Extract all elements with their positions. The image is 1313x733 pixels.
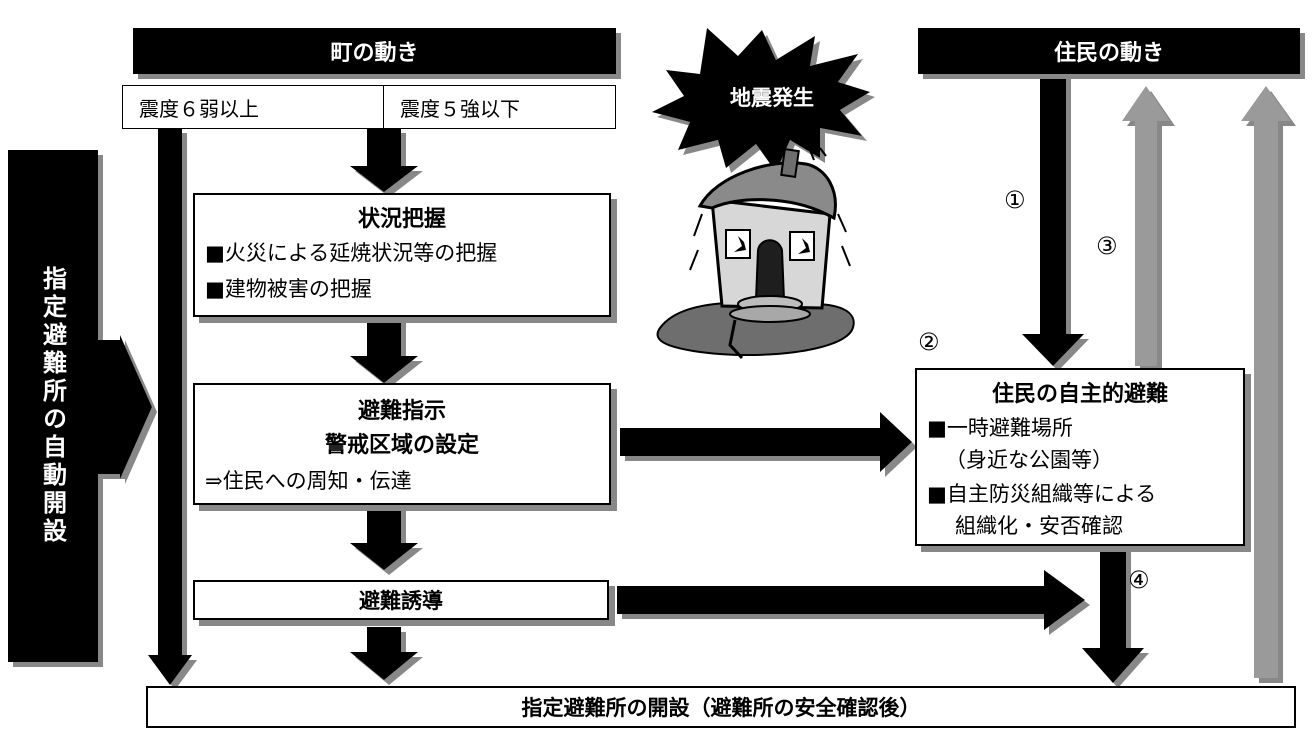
- left-auto-open-arrow: [8, 150, 152, 662]
- auto-open-shelter-label: 指定避難所の自動開設: [38, 266, 67, 546]
- arrow-box2-to-box3: [350, 506, 418, 570]
- town-actions-header: 町の動き: [133, 28, 616, 74]
- arrow-step1-down: [1022, 72, 1084, 366]
- evacuation-guidance-title: 避難誘導: [359, 589, 443, 613]
- voluntary-evacuation-line-4: 組織化・安否確認: [955, 514, 1123, 538]
- resident-notice-line: ⇒住民への周知・伝達: [205, 469, 412, 493]
- step-4-marker: ④: [1128, 566, 1150, 594]
- arrow-intensity6-down: [148, 128, 192, 685]
- resident-actions-header-label: 住民の動き: [1053, 41, 1164, 66]
- voluntary-evacuation-line-3: ■自主防災組織等による: [927, 482, 1157, 506]
- situation-assessment-box: 状況把握 ■火災による延焼状況等の把握 ■建物被害の把握: [193, 193, 611, 317]
- intensity-6-lower-label: 震度６弱以上: [139, 96, 259, 121]
- step-1-marker: ①: [1004, 186, 1026, 214]
- step-3-marker: ③: [1096, 232, 1118, 260]
- arrow-step3-up: [1122, 86, 1170, 366]
- arrow-intensity5-to-box1: [350, 128, 418, 192]
- evacuation-guidance-box: 避難誘導: [193, 580, 609, 620]
- voluntary-evacuation-box: 住民の自主的避難 ■一時避難場所 （身近な公園等） ■自主防災組織等による 組織…: [915, 368, 1245, 546]
- arrow-step4-down: [1082, 546, 1144, 683]
- voluntary-evacuation-line-1: ■一時避難場所: [927, 416, 1073, 440]
- arrow-box2-to-box4: [620, 412, 912, 472]
- step-2-marker: ②: [918, 328, 940, 356]
- intensity-5-upper-cell: 震度５強以下: [383, 85, 616, 129]
- collapsed-house-illustration: [656, 147, 855, 360]
- earthquake-burst-shape: [652, 28, 870, 172]
- intensity-5-upper-label: 震度５強以下: [400, 96, 520, 121]
- situation-assessment-line-1: ■火災による延焼状況等の把握: [205, 241, 498, 265]
- earthquake-label: 地震発生: [730, 86, 814, 110]
- arrow-box1-to-box2: [350, 318, 418, 383]
- evacuation-order-box: 避難指示 警戒区域の設定 ⇒住民への周知・伝達: [193, 383, 611, 505]
- intensity-6-lower-cell: 震度６弱以上: [122, 85, 384, 129]
- arrow-right-up: [1241, 86, 1291, 678]
- town-actions-header-label: 町の動き: [330, 41, 419, 66]
- arrow-box3-to-bottom: [350, 627, 418, 680]
- resident-actions-header: 住民の動き: [918, 28, 1300, 74]
- warning-zone-title: 警戒区域の設定: [324, 433, 479, 458]
- shelter-opening-label: 指定避難所の開設（避難所の安全確認後）: [521, 696, 921, 720]
- evacuation-order-title: 避難指示: [357, 399, 446, 424]
- situation-assessment-line-2: ■建物被害の把握: [205, 277, 372, 301]
- shelter-opening-bar: 指定避難所の開設（避難所の安全確認後）: [146, 686, 1296, 728]
- situation-assessment-title: 状況把握: [357, 207, 446, 232]
- voluntary-evacuation-title: 住民の自主的避難: [991, 382, 1168, 407]
- arrow-box3-to-step4: [617, 570, 1085, 630]
- voluntary-evacuation-line-2: （身近な公園等）: [945, 448, 1113, 472]
